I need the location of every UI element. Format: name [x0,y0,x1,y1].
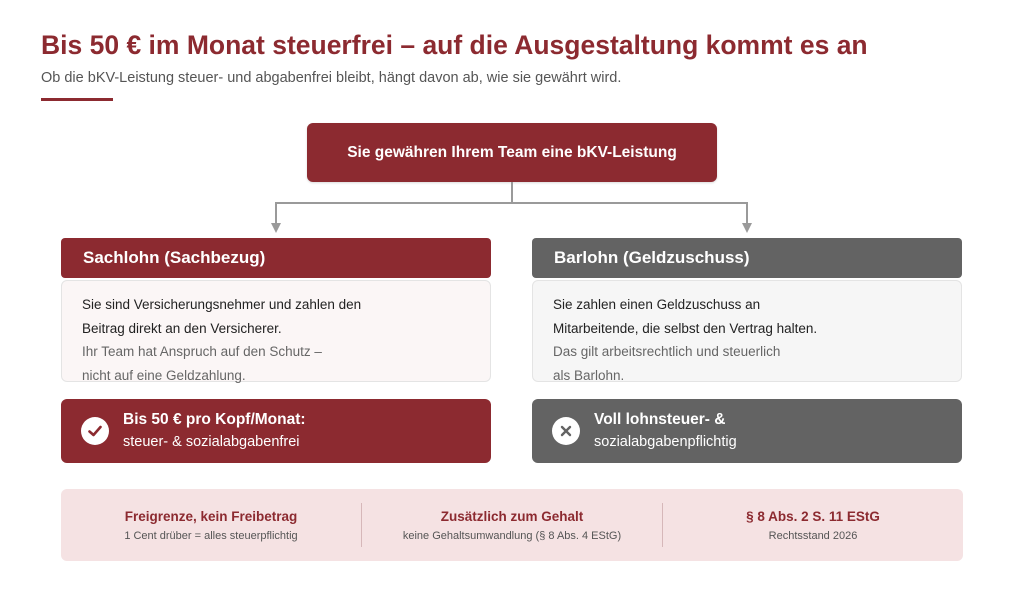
barlohn-description: Sie zahlen einen Geldzuschuss an Mitarbe… [532,280,962,383]
footer-item-title: § 8 Abs. 2 S. 11 EStG [746,508,880,524]
footer-item-title: Freigrenze, kein Freibetrag [124,508,298,524]
footer-item: Zusätzlich zum Gehalt keine Gehaltsumwan… [362,489,662,561]
sachlohn-heading: Sachlohn (Sachbezug) [61,238,491,278]
footer-item-detail: keine Gehaltsumwandlung (§ 8 Abs. 4 EStG… [402,529,622,542]
barlohn-result-detail: sozialabgabenpflichtig [594,434,737,450]
barlohn-desc-line: Mitarbeitende, die selbst den Vertrag ha… [553,320,818,336]
barlohn-result-title: Voll lohnsteuer- & [594,411,726,428]
branch-connector [271,182,752,233]
cross-icon [552,417,580,445]
footer-item: Freigrenze, kein Freibetrag 1 Cent drübe… [61,489,361,561]
page-subtitle: Ob die bKV-Leistung steuer- und abgabenf… [41,70,622,86]
sachlohn-desc-line: Sie sind Versicherungsnehmer und zahlen … [82,297,362,312]
sachlohn-heading-label: Sachlohn (Sachbezug) [83,248,266,267]
barlohn-desc-note: Das gilt arbeitsrechtlich und steuerlich [553,344,781,359]
footer-divider [361,503,362,547]
barlohn-result: Voll lohnsteuer- & sozialabgabenpflichti… [532,399,962,463]
sachlohn-desc-note: nicht auf eine Geldzahlung. [82,367,246,383]
barlohn-heading: Barlohn (Geldzuschuss) [532,238,962,278]
sachlohn-result-title: Bis 50 € pro Kopf/Monat: [123,411,306,428]
info-footer: Freigrenze, kein Freibetrag 1 Cent drübe… [61,489,963,561]
title-underline [41,98,113,101]
root-node: Sie gewähren Ihrem Team eine bKV-Leistun… [307,123,717,182]
root-node-label: Sie gewähren Ihrem Team eine bKV-Leistun… [347,143,677,161]
barlohn-desc-line: Sie zahlen einen Geldzuschuss an [553,297,761,312]
sachlohn-desc-line: Beitrag direkt an den Versicherer. [82,320,282,336]
footer-item-detail: 1 Cent drüber = alles steuerpflichtig [124,529,298,542]
barlohn-heading-label: Barlohn (Geldzuschuss) [554,248,750,267]
footer-item: § 8 Abs. 2 S. 11 EStG Rechtsstand 2026 [663,489,963,561]
sachlohn-result-detail: steuer- & sozialabgabenfrei [123,434,300,450]
barlohn-desc-note: als Barlohn. [553,367,625,383]
page-title: Bis 50 € im Monat steuerfrei – auf die A… [41,30,868,60]
footer-divider [662,503,663,547]
sachlohn-description: Sie sind Versicherungsnehmer und zahlen … [61,280,491,383]
check-icon [81,417,109,445]
sachlohn-desc-note: Ihr Team hat Anspruch auf den Schutz – [82,344,322,359]
footer-item-detail: Rechtsstand 2026 [768,529,858,542]
footer-item-title: Zusätzlich zum Gehalt [440,508,584,524]
sachlohn-result: Bis 50 € pro Kopf/Monat: steuer- & sozia… [61,399,491,463]
